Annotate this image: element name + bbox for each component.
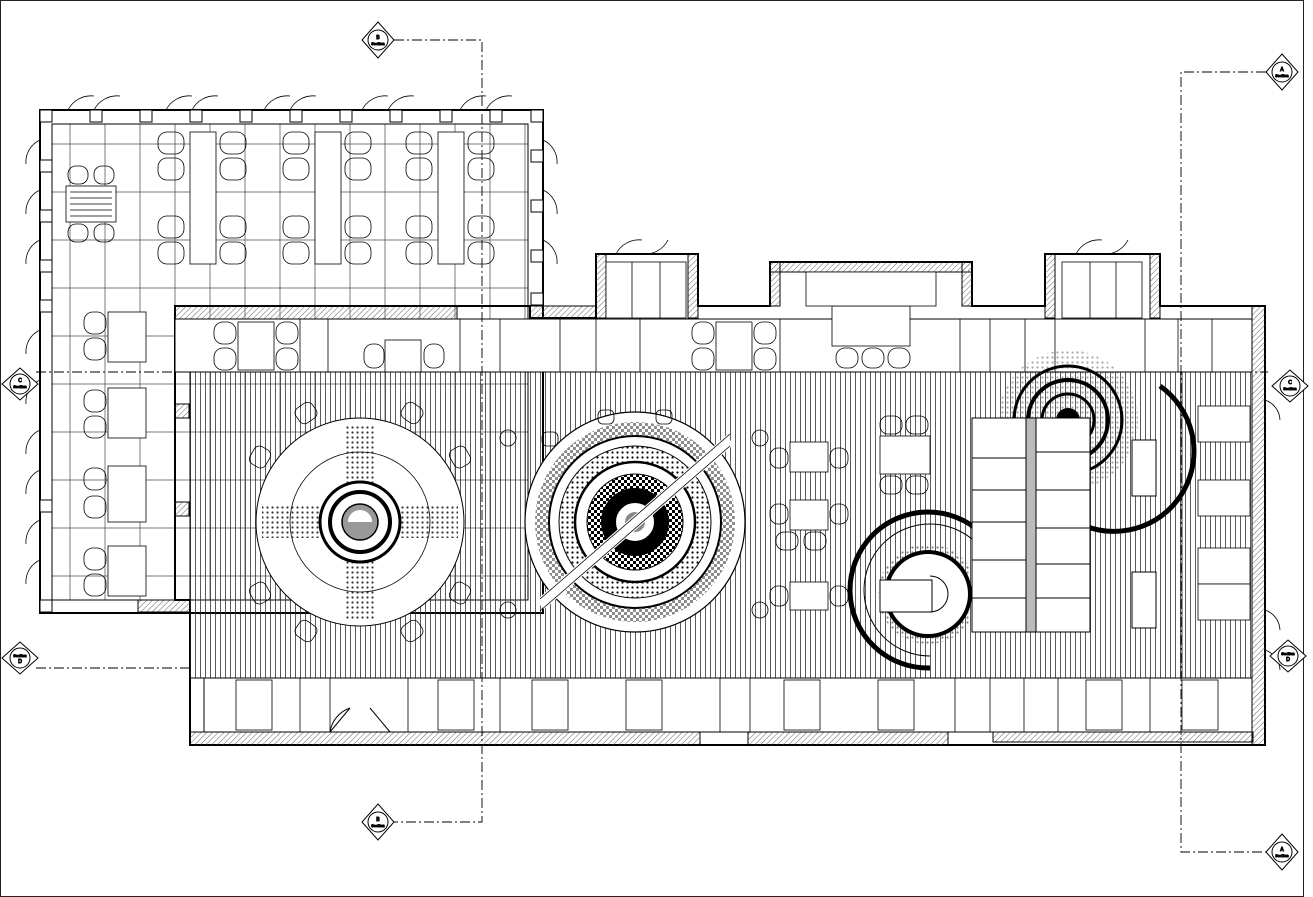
table-icon xyxy=(65,131,465,597)
svg-text:Section: Section xyxy=(1281,652,1294,656)
door-swing-icon xyxy=(25,95,558,585)
svg-text:Section: Section xyxy=(1275,854,1288,858)
door-swing-icon xyxy=(329,707,391,733)
section-marker-icon: B Section B Section A Section A Section … xyxy=(1,21,1309,871)
section-marker-B-bottom: B Section xyxy=(361,803,395,841)
main-hall xyxy=(137,239,1281,746)
svg-text:D: D xyxy=(1286,657,1290,663)
round-booth-icon xyxy=(249,401,471,643)
section-marker-C-right: C Section xyxy=(1271,369,1309,403)
svg-text:C: C xyxy=(1288,380,1292,386)
svg-text:Section: Section xyxy=(371,42,384,46)
svg-text:Section: Section xyxy=(1275,74,1288,78)
svg-text:C: C xyxy=(18,378,22,384)
svg-text:B: B xyxy=(376,35,380,41)
svg-text:Section: Section xyxy=(1283,387,1296,391)
svg-text:B: B xyxy=(376,817,380,823)
section-marker-D-right: Section D xyxy=(1269,639,1307,673)
svg-text:D: D xyxy=(18,659,22,665)
section-marker-D-left: Section D xyxy=(1,641,39,675)
section-marker-C-left: C Section xyxy=(1,367,39,401)
svg-text:A: A xyxy=(1280,67,1284,73)
section-marker-A-bottom: A Section xyxy=(1265,833,1299,871)
column-icon xyxy=(39,109,544,613)
table-icon xyxy=(971,417,1157,633)
svg-text:A: A xyxy=(1280,847,1284,853)
svg-text:Section: Section xyxy=(13,385,26,389)
chair-icon xyxy=(213,321,911,371)
spiral-icon xyxy=(847,509,1009,671)
table-icon xyxy=(237,261,1143,373)
mandala-icon xyxy=(499,409,769,633)
svg-text:Section: Section xyxy=(13,654,26,658)
chair-icon xyxy=(769,415,929,607)
section-lines xyxy=(36,39,1268,853)
svg-text:Section: Section xyxy=(371,824,384,828)
section-marker-B-top: B Section xyxy=(361,21,395,59)
section-marker-A-top: A Section xyxy=(1265,53,1299,91)
chair-icon xyxy=(67,131,495,597)
